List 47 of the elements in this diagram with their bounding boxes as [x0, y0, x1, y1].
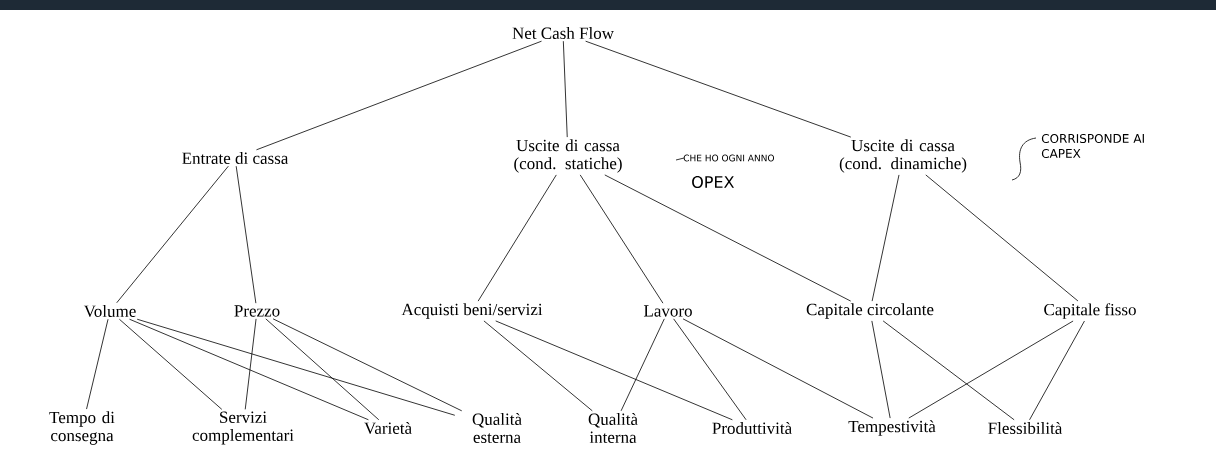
- node-label: Capitale fisso: [1044, 303, 1136, 319]
- node-label: Qualità interna: [588, 413, 638, 443]
- connector-line: [256, 40, 542, 151]
- connector-line: [579, 174, 664, 304]
- connector-line: [136, 318, 456, 416]
- node-label: Servizi complementari: [192, 411, 294, 445]
- connector-line: [129, 318, 369, 421]
- connector-line: [925, 174, 1079, 302]
- node-label: Net Cash Flow: [512, 27, 614, 39]
- node-label: Qualità esterna: [472, 413, 522, 443]
- node-label: Varietà: [364, 421, 412, 435]
- connector-line: [682, 318, 874, 419]
- connector-line: [116, 165, 229, 304]
- connector-line: [477, 174, 557, 302]
- node-label: Produttività: [712, 422, 792, 434]
- connector-line: [235, 165, 257, 304]
- node-label: Tempestività: [848, 420, 936, 436]
- connector-line: [908, 320, 1074, 419]
- handwritten-note: OPEX: [692, 175, 734, 189]
- connector-line: [871, 174, 900, 302]
- handwritten-note: CORRISPONDE AI CAPEX: [1041, 133, 1144, 159]
- connector-line: [604, 174, 852, 302]
- connector-line: [882, 320, 1015, 421]
- connector-line: [244, 318, 257, 410]
- connector-line: [495, 320, 733, 421]
- connector-line: [265, 318, 380, 421]
- node-label: Entrate di cassa: [182, 152, 289, 164]
- connector-line: [86, 318, 109, 410]
- node-label: Capitale circolante: [806, 303, 934, 319]
- node-label: Uscite di cassa (cond. dinamiche): [839, 139, 967, 173]
- connector-line: [871, 320, 891, 419]
- node-label: Volume: [83, 305, 136, 318]
- connector-line: [585, 40, 852, 138]
- connector-line: [272, 318, 463, 412]
- connector-line: [673, 318, 747, 421]
- connector-line: [483, 320, 593, 412]
- handwritten-note: CHE HO OGNI ANNO: [683, 154, 774, 162]
- connector-line: [118, 318, 223, 410]
- node-label: Flessibilità: [988, 422, 1063, 434]
- connector-line: [562, 40, 568, 138]
- connector-line: [1029, 320, 1085, 421]
- node-label: Uscite di cassa (cond. statiche): [514, 139, 622, 173]
- connector-line: [620, 318, 665, 412]
- node-label: Lavoro: [643, 305, 692, 317]
- node-label: Acquisti beni/servizi: [401, 303, 543, 319]
- node-label: Prezzo: [234, 305, 280, 317]
- node-label: Tempo di consegna: [49, 411, 115, 445]
